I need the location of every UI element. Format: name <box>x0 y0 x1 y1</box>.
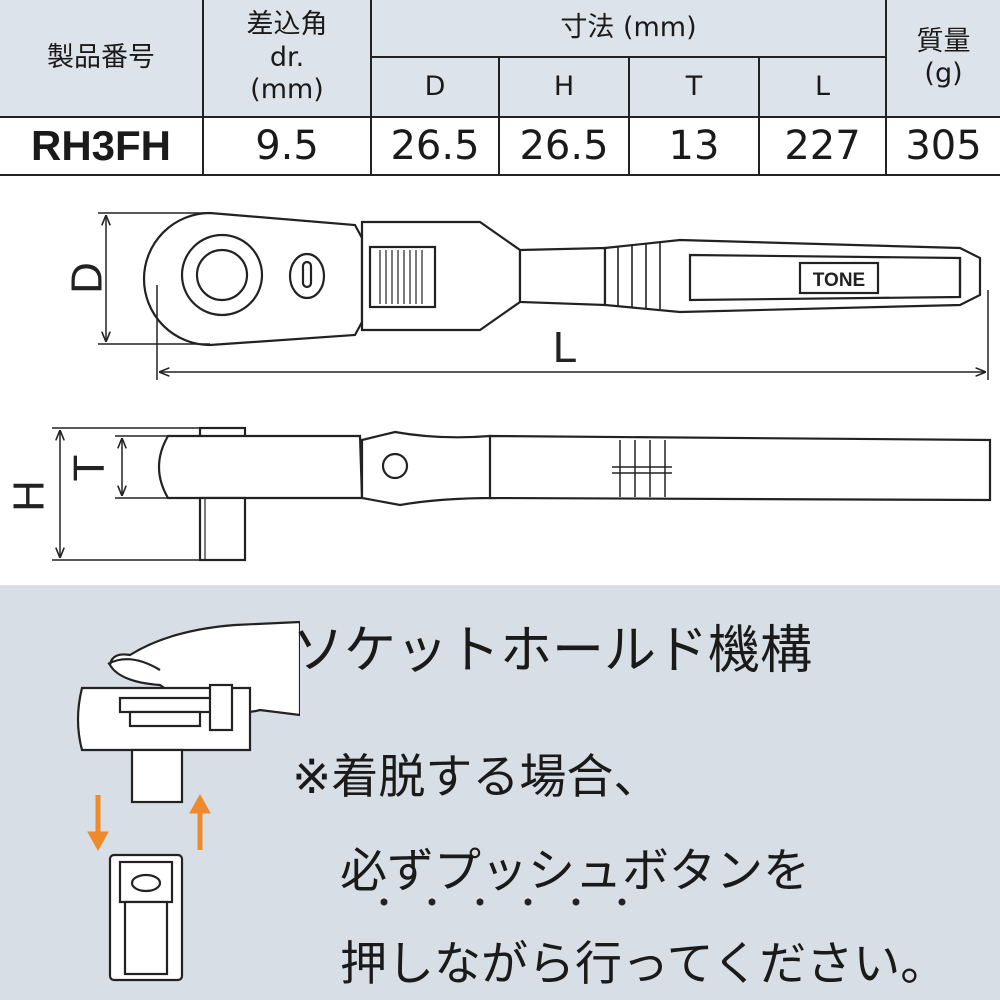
side-grip-rings <box>612 440 672 497</box>
header-dim-T: T <box>628 56 760 118</box>
header-weight-line2: (g) <box>924 58 963 89</box>
side-hinge <box>360 430 497 507</box>
grip-rings <box>617 243 661 309</box>
header-drive-line1: 差込角 <box>246 9 328 41</box>
header-drive-line2: dr. <box>269 41 305 73</box>
note-line-3: 押しながら行ってください。 <box>340 937 948 992</box>
handle-neck <box>518 246 607 307</box>
header-drive-line3: (mm) <box>250 74 324 106</box>
brand-plate <box>798 261 880 295</box>
brand-text: TONE <box>813 270 865 291</box>
drive-square-icon <box>130 748 184 804</box>
dim-L-lines <box>156 285 989 380</box>
dim-L-label: L <box>553 323 577 372</box>
socket-icon <box>108 853 184 982</box>
detach-arrow-icon <box>87 795 109 852</box>
hinge-pin <box>381 452 409 480</box>
side-view <box>158 426 992 562</box>
cell-drive: 9.5 <box>202 116 372 176</box>
cell-D: 26.5 <box>370 116 500 176</box>
push-button-slot <box>301 260 313 289</box>
side-handle <box>488 434 992 502</box>
header-dim-D: D <box>371 56 500 118</box>
emphasis-dots <box>380 898 626 906</box>
header-dimensions: 寸法 (mm) <box>369 0 888 58</box>
note-line-2: 必ずプッシュボタンを <box>340 844 810 899</box>
ratchet-head-icon <box>76 683 252 752</box>
header-weight-line1: 質量 <box>916 25 971 57</box>
drive-hole <box>195 248 249 302</box>
cell-weight: 305 <box>885 116 1000 176</box>
socket-hold-illustration <box>76 620 300 982</box>
side-head <box>158 434 364 500</box>
cell-H: 26.5 <box>498 116 630 176</box>
dim-H-label: H <box>5 480 54 512</box>
hinge-knurl <box>379 250 423 304</box>
header-dim-L: L <box>757 56 887 118</box>
dim-D-lines <box>98 212 210 345</box>
spec-table: 製品番号 差込角 dr. (mm) 寸法 (mm) 質量 (g) D H T L… <box>0 0 1000 176</box>
header-model: 製品番号 <box>0 0 204 118</box>
feature-title: ソケットホールド機構 <box>292 621 813 681</box>
drive-square <box>198 496 247 562</box>
top-view <box>142 211 982 347</box>
cell-model: RH3FH <box>0 116 204 176</box>
cell-T: 13 <box>628 116 760 176</box>
header-dim-H: H <box>498 56 630 118</box>
dim-T-lines <box>115 435 168 499</box>
ratchet-drawing: TONE D L H T <box>5 211 992 562</box>
cell-L: 227 <box>757 116 888 176</box>
dim-D-label: D <box>63 262 112 294</box>
header-drive: 差込角 dr. (mm) <box>202 0 372 118</box>
dim-H-lines <box>52 427 200 561</box>
note-line-1: ※着脱する場合、 <box>292 750 661 805</box>
table-row: RH3FH 9.5 26.5 26.5 13 227 305 <box>0 116 1000 176</box>
dim-T-label: T <box>65 455 114 482</box>
hinge-block <box>368 245 437 309</box>
attach-arrow-icon <box>189 793 211 850</box>
header-weight: 質量 (g) <box>885 0 1000 118</box>
